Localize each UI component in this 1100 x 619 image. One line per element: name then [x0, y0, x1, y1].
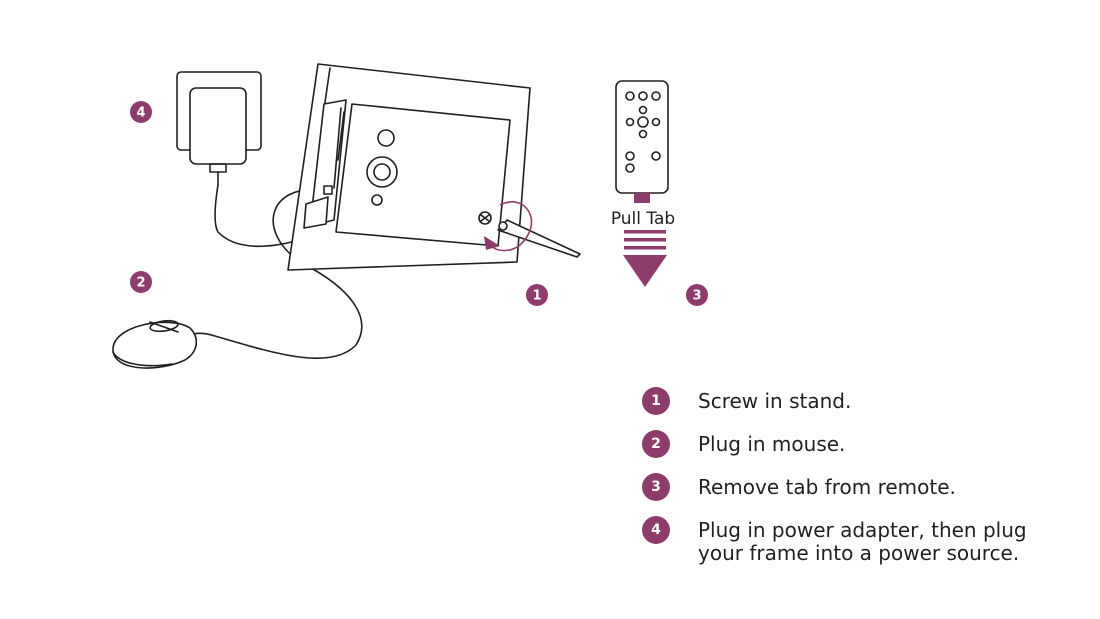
badge-power: 4: [130, 101, 152, 123]
svg-text:3: 3: [692, 289, 701, 304]
svg-text:1: 1: [532, 289, 541, 304]
pull-tab-icon: [623, 193, 667, 287]
steps-list: 1 Screw in stand. 2 Plug in mouse. 3 Rem…: [640, 387, 1080, 582]
step-3: 3 Remove tab from remote.: [640, 473, 1080, 501]
step-number-badge: 3: [642, 473, 670, 501]
step-number-badge: 1: [642, 387, 670, 415]
step-text: Plug in mouse.: [698, 432, 846, 456]
step-text: Remove tab from remote.: [698, 475, 956, 499]
step-2: 2 Plug in mouse.: [640, 430, 1080, 458]
photo-frame-icon: [287, 63, 531, 271]
step-4: 4 Plug in power adapter, then plug your …: [640, 516, 1080, 565]
step-text: Plug in power adapter, then plug your fr…: [698, 518, 1027, 565]
stand-icon: [478, 211, 581, 258]
power-adapter-icon: [176, 71, 306, 248]
badge-screw-stand: 1: [526, 284, 548, 306]
step-number-badge: 4: [642, 516, 670, 544]
rotate-arrow-icon: [484, 201, 533, 252]
pull-tab-label: Pull Tab: [611, 209, 675, 229]
step-1: 1 Screw in stand.: [640, 387, 1080, 415]
badge-mouse: 2: [130, 271, 152, 293]
mouse-cable: [193, 188, 363, 359]
remote-control-icon: [615, 80, 669, 194]
svg-text:4: 4: [136, 106, 145, 121]
badge-remote-tab: 3: [686, 284, 708, 306]
step-text: Screw in stand.: [698, 389, 852, 413]
mouse-icon: [112, 319, 198, 369]
step-number-badge: 2: [642, 430, 670, 458]
svg-text:2: 2: [136, 276, 145, 291]
